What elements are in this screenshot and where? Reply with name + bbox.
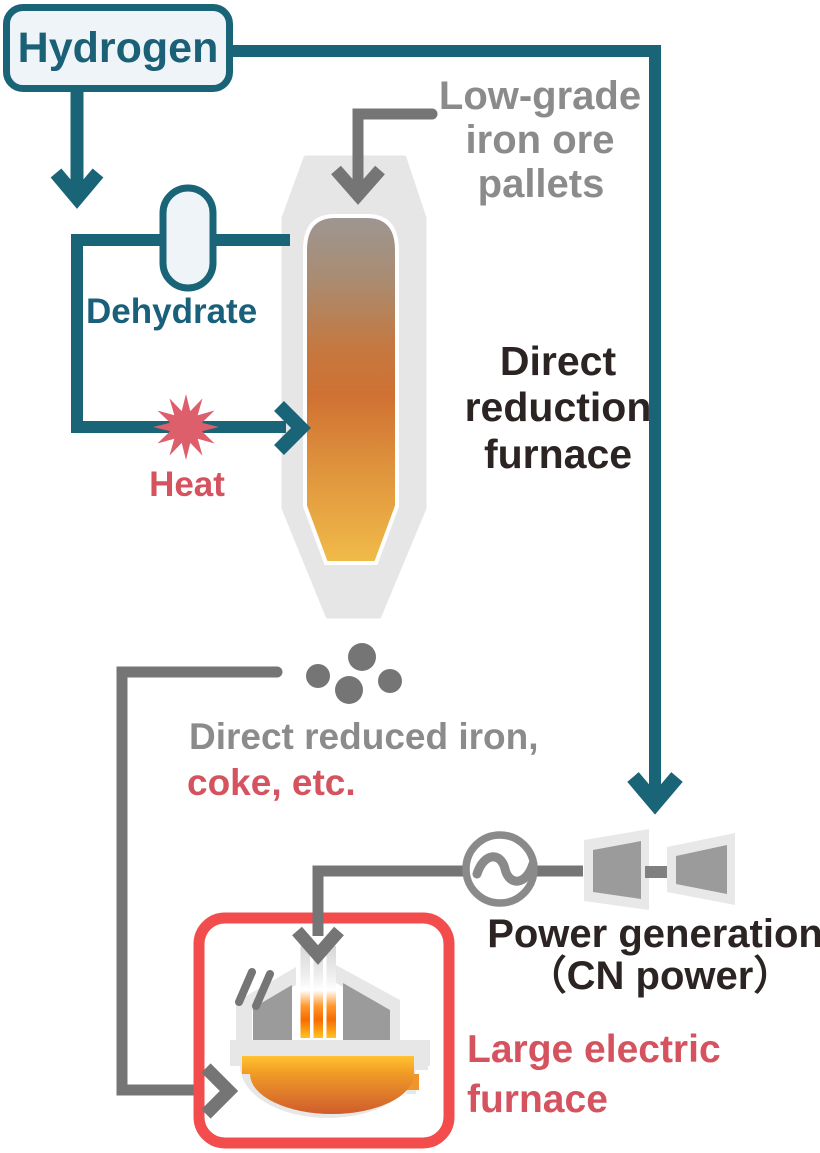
heat-label: Heat bbox=[149, 465, 225, 504]
power-generation-label: Power generation bbox=[487, 912, 820, 956]
ore-label-line2: iron ore bbox=[465, 118, 615, 162]
dri-transfer-line bbox=[116, 666, 283, 1096]
reduction-furnace-icon bbox=[281, 155, 427, 619]
ore-label-line3: pallets bbox=[477, 162, 605, 206]
dri-feed-arrow bbox=[201, 1063, 239, 1119]
dri-dots-icon bbox=[306, 643, 402, 704]
hydrogen-to-power-line bbox=[230, 45, 683, 815]
hydrogen-node: Hydrogen bbox=[3, 4, 233, 92]
coke-output-label: coke, etc. bbox=[187, 762, 356, 803]
electric-furnace-label-line2: furnace bbox=[467, 1078, 608, 1121]
hydrogen-label: Hydrogen bbox=[17, 23, 219, 72]
reduction-furnace-label-line3: furnace bbox=[483, 431, 633, 477]
ore-feed-arrow bbox=[331, 108, 438, 205]
dehydrate-capsule-icon bbox=[159, 184, 217, 292]
dri-output-label: Direct reduced iron, bbox=[189, 716, 539, 757]
reduction-furnace-label-line2: reduction bbox=[464, 384, 652, 430]
dehydrate-label: Dehydrate bbox=[86, 292, 258, 331]
heat-star-icon bbox=[153, 394, 219, 460]
reduction-furnace-label-line1: Direct bbox=[499, 338, 617, 384]
generator-icon bbox=[462, 831, 538, 907]
electric-furnace-icon bbox=[230, 946, 430, 1118]
turbine-icon bbox=[584, 829, 735, 910]
cn-power-label: （CN power） bbox=[526, 954, 794, 998]
electric-furnace-label-line1: Large electric bbox=[467, 1028, 721, 1071]
ore-label-line1: Low-grade bbox=[438, 74, 642, 118]
hydrogen-down-arrow bbox=[50, 88, 104, 209]
